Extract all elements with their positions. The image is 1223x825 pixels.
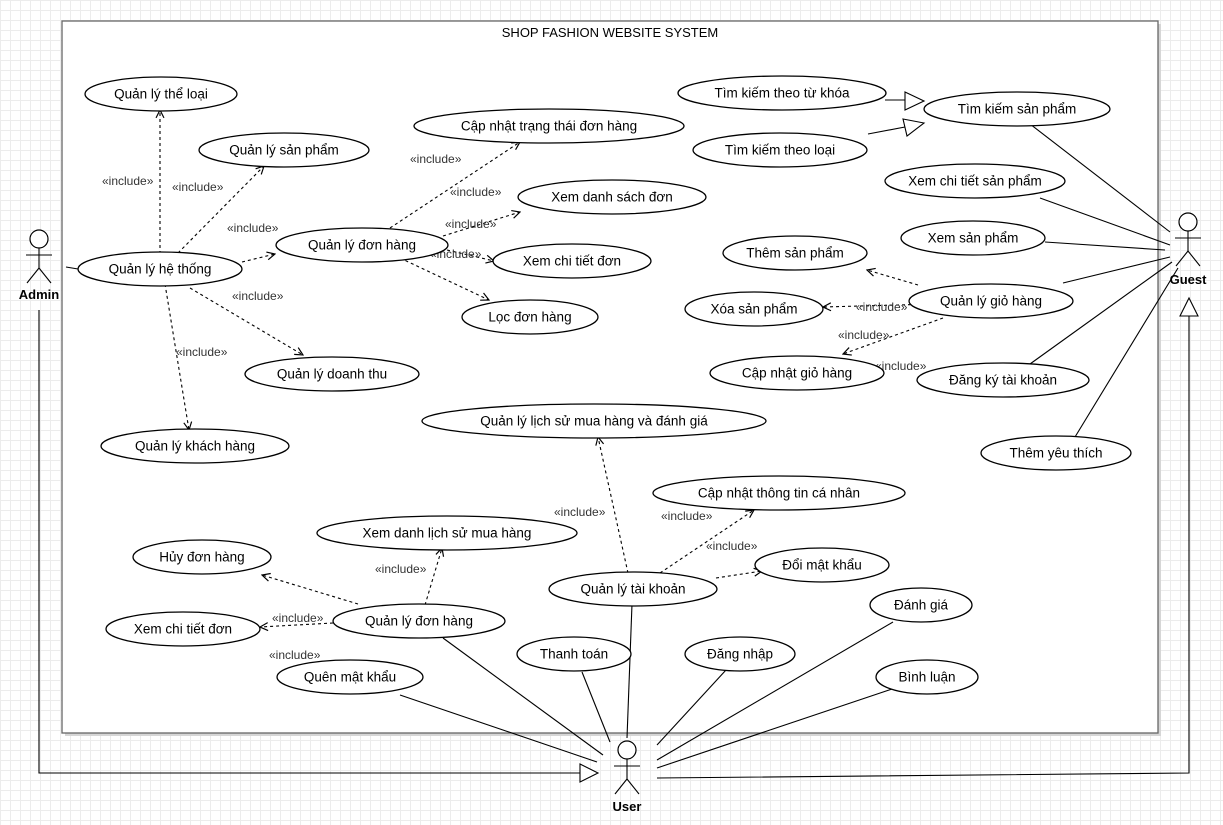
use-case-label: Quản lý doanh thu — [277, 367, 387, 382]
use-case-label: Quản lý giỏ hàng — [940, 294, 1042, 309]
include-label: «include» — [410, 152, 462, 166]
use-case-label: Tìm kiếm theo loại — [725, 143, 835, 158]
use-case-binh-luan[interactable]: Bình luận — [875, 659, 979, 695]
use-case-label: Cập nhật giỏ hàng — [742, 366, 852, 381]
use-case-label: Xem chi tiết đơn — [134, 622, 232, 637]
use-case-loc-don-hang[interactable]: Lọc đơn hàng — [461, 299, 599, 335]
use-case-label: Đăng nhập — [707, 647, 773, 662]
use-case-ql-the-loai[interactable]: Quản lý thể loại — [84, 76, 238, 112]
include-label: «include» — [272, 611, 324, 625]
use-case-label: Quản lý khách hàng — [135, 439, 255, 454]
use-case-label: Xem chi tiết đơn — [523, 254, 621, 269]
use-case-huy-don-hang[interactable]: Hủy đơn hàng — [132, 539, 272, 575]
include-label: «include» — [375, 562, 427, 576]
use-case-ql-don-hang-admin[interactable]: Quản lý đơn hàng — [275, 227, 449, 263]
use-case-label: Xóa sản phẩm — [710, 302, 797, 317]
use-case-ql-don-hang-user[interactable]: Quản lý đơn hàng — [332, 603, 506, 639]
include-label: «include» — [838, 328, 890, 342]
generalization-user-guest — [656, 296, 1199, 779]
include-label: «include» — [706, 539, 758, 553]
use-case-xem-chi-tiet-don-user[interactable]: Xem chi tiết đơn — [105, 611, 261, 647]
use-case-dang-nhap[interactable]: Đăng nhập — [684, 636, 796, 672]
include-label: «include» — [232, 289, 284, 303]
use-case-xem-danh-lich-su[interactable]: Xem danh lịch sử mua hàng — [316, 515, 578, 551]
use-case-label: Xem sản phẩm — [928, 231, 1019, 246]
use-case-label: Quản lý lịch sử mua hàng và đánh giá — [480, 414, 708, 429]
use-case-them-yeu-thich[interactable]: Thêm yêu thích — [980, 435, 1132, 471]
include-label: «include» — [875, 359, 927, 373]
use-case-xem-chi-tiet-don-admin[interactable]: Xem chi tiết đơn — [492, 243, 652, 279]
use-case-label: Quản lý tài khoản — [580, 582, 685, 597]
include-label: «include» — [269, 648, 321, 662]
include-label: «include» — [227, 221, 279, 235]
use-case-ql-gio-hang[interactable]: Quản lý giỏ hàng — [908, 283, 1074, 319]
include-arrows — [160, 110, 944, 627]
use-case-ql-tai-khoan[interactable]: Quản lý tài khoản — [548, 571, 718, 607]
use-case-dang-ky[interactable]: Đăng ký tài khoản — [916, 362, 1090, 398]
use-case-danh-gia[interactable]: Đánh giá — [869, 587, 973, 623]
use-case-cap-nhat-thong-tin[interactable]: Cập nhật thông tin cá nhân — [652, 475, 906, 511]
use-case-quen-mat-khau[interactable]: Quên mật khẩu — [276, 659, 424, 695]
generalization-search — [867, 91, 926, 137]
include-label: «include» — [102, 174, 154, 188]
use-case-label: Quản lý hệ thống — [109, 262, 212, 277]
include-label: «include» — [450, 185, 502, 199]
use-case-doi-mat-khau[interactable]: Đổi mật khẩu — [754, 547, 890, 583]
use-case-xem-san-pham[interactable]: Xem sản phẩm — [900, 220, 1046, 256]
actor-label: Admin — [19, 287, 60, 302]
use-case-label: Thanh toán — [540, 647, 608, 662]
actor-user[interactable]: User — [613, 740, 642, 814]
use-case-label: Quên mật khẩu — [304, 670, 396, 685]
use-case-tim-kiem-san-pham[interactable]: Tìm kiếm sản phẩm — [923, 91, 1111, 127]
use-case-label: Đổi mật khẩu — [782, 558, 862, 573]
use-case-label: Tìm kiếm theo từ khóa — [714, 86, 850, 101]
use-case-ql-he-thong[interactable]: Quản lý hệ thống — [77, 251, 243, 287]
use-case-label: Quản lý đơn hàng — [365, 614, 473, 629]
use-case-xem-chi-tiet-san-pham[interactable]: Xem chi tiết sản phẩm — [884, 163, 1066, 199]
use-case-label: Xem danh lịch sử mua hàng — [363, 526, 532, 541]
use-case-tim-kiem-tu-khoa[interactable]: Tìm kiếm theo từ khóa — [677, 75, 887, 111]
actor-guest[interactable]: Guest — [1170, 212, 1208, 287]
use-case-label: Đăng ký tài khoản — [949, 373, 1057, 388]
use-case-label: Cập nhật thông tin cá nhân — [698, 486, 860, 501]
association-lines — [65, 123, 1179, 769]
use-case-xem-danh-sach-don[interactable]: Xem danh sách đơn — [517, 179, 707, 215]
include-label: «include» — [554, 505, 606, 519]
use-case-label: Cập nhật trạng thái đơn hàng — [461, 119, 637, 134]
include-label: «include» — [172, 180, 224, 194]
use-case-thanh-toan[interactable]: Thanh toán — [516, 636, 632, 672]
include-label: «include» — [856, 300, 908, 314]
use-case-label: Lọc đơn hàng — [488, 310, 571, 325]
include-label: «include» — [445, 217, 497, 231]
use-case-cap-nhat-trang-thai[interactable]: Cập nhật trạng thái đơn hàng — [413, 108, 685, 144]
use-case-label: Xem chi tiết sản phẩm — [908, 174, 1042, 189]
use-case-ql-khach-hang[interactable]: Quản lý khách hàng — [100, 428, 290, 464]
use-case-them-san-pham[interactable]: Thêm sản phẩm — [722, 235, 868, 271]
use-case-xoa-san-pham[interactable]: Xóa sản phẩm — [684, 291, 824, 327]
use-case-cap-nhat-gio-hang[interactable]: Cập nhật giỏ hàng — [709, 355, 885, 391]
use-case-ql-doanh-thu[interactable]: Quản lý doanh thu — [244, 356, 420, 392]
system-title: SHOP FASHION WEBSITE SYSTEM — [502, 25, 718, 40]
use-case-label: Đánh giá — [894, 598, 949, 613]
use-case-label: Thêm sản phẩm — [746, 246, 844, 261]
use-case-label: Quản lý đơn hàng — [308, 238, 416, 253]
use-case-label: Thêm yêu thích — [1009, 446, 1102, 461]
actor-admin[interactable]: Admin — [19, 229, 60, 302]
use-case-label: Quản lý sản phẩm — [229, 143, 339, 158]
use-case-label: Bình luận — [898, 670, 955, 685]
actor-label: Guest — [1170, 272, 1208, 287]
actor-label: User — [613, 799, 642, 814]
generalization-admin-user — [38, 310, 600, 783]
use-case-label: Quản lý thể loại — [114, 87, 208, 102]
use-case-ql-san-pham[interactable]: Quản lý sản phẩm — [198, 132, 370, 168]
use-case-label: Hủy đơn hàng — [159, 550, 244, 565]
use-case-tim-kiem-loai[interactable]: Tìm kiếm theo loại — [692, 132, 868, 168]
include-label: «include» — [176, 345, 228, 359]
include-labels: «include» «include» «include» «include» … — [102, 152, 927, 662]
use-case-ql-lich-su[interactable]: Quản lý lịch sử mua hàng và đánh giá — [421, 403, 767, 439]
use-case-label: Xem danh sách đơn — [551, 190, 672, 205]
include-label: «include» — [661, 509, 713, 523]
use-case-label: Tìm kiếm sản phẩm — [958, 102, 1077, 117]
